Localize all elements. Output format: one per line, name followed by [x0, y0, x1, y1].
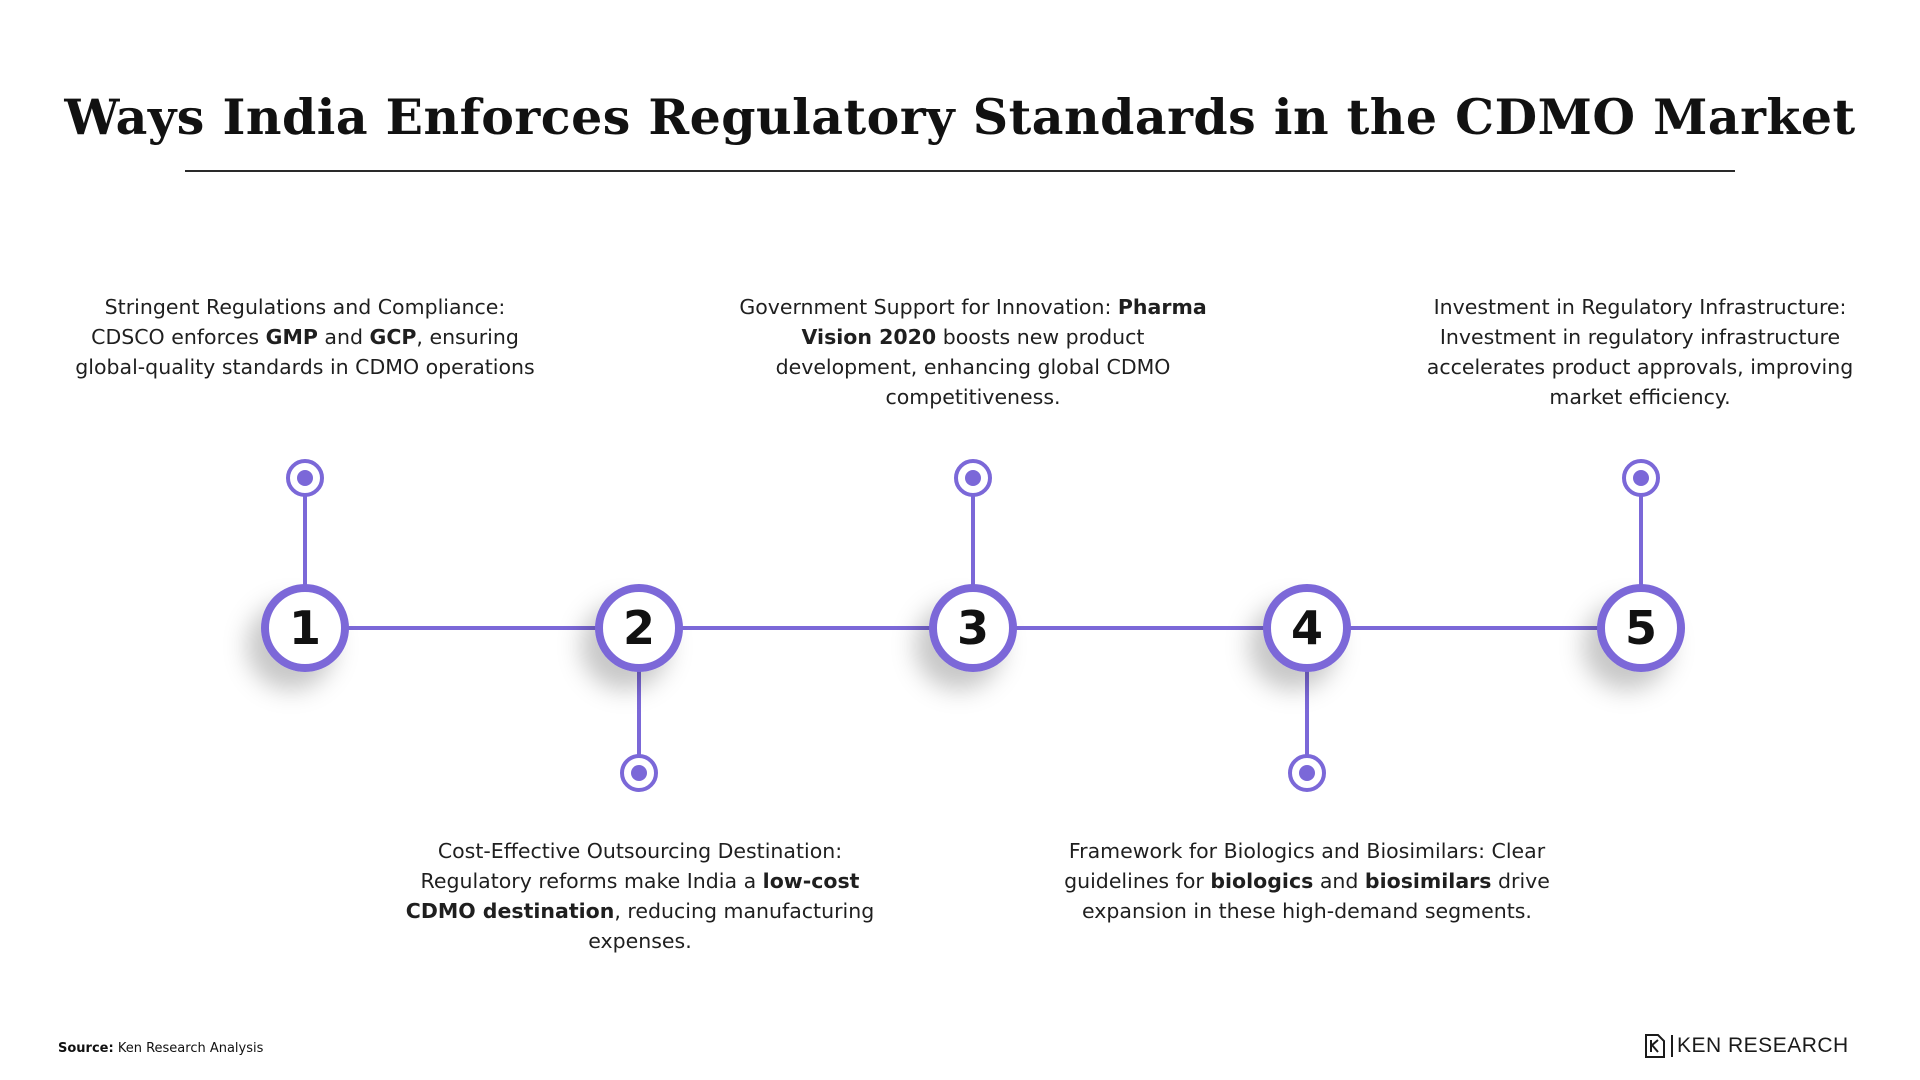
timeline-markers: 1 2 3 4 5	[261, 459, 1685, 792]
step-1-text-part: GCP	[369, 325, 417, 349]
step-1-number: 1	[289, 601, 321, 655]
step-1-text-part: , ensuring global-quality standards in C…	[75, 325, 535, 379]
step-2-text-part: , reducing manufacturing expenses.	[588, 899, 875, 953]
step-1-description: Stringent Regulations and Compliance: CDS…	[60, 292, 550, 382]
step-5-pin-dot	[1633, 470, 1649, 486]
page-title: Ways India Enforces Regulatory Standards…	[64, 88, 1856, 146]
step-3-number: 3	[957, 601, 989, 655]
step-3-text-part: Government Support for Innovation:	[739, 295, 1118, 319]
source-note: Source: Ken Research Analysis	[58, 1041, 263, 1056]
step-5-description: Investment in Regulatory Infrastructure:…	[1395, 292, 1885, 412]
step-4-description: Framework for Biologics and Biosimilars:…	[1062, 836, 1552, 926]
step-1-circle	[261, 584, 349, 672]
step-2-description: Cost-Effective Outsourcing Destination: R…	[395, 836, 885, 956]
step-4-number: 4	[1291, 601, 1323, 655]
step-2-text-part: low-cost CDMO destination	[405, 869, 860, 923]
step-4-text-part: drive expansion in these high-demand seg…	[1082, 869, 1550, 923]
step-2-number: 2	[623, 601, 655, 655]
step-1-text-part: CDSCO enforces	[91, 325, 266, 349]
step-5-number: 5	[1625, 601, 1657, 655]
step-2-text-part: Regulatory reforms make India a	[420, 869, 763, 893]
step-3-text-part: boosts new product development, enhancin…	[775, 325, 1171, 409]
step-1-text-part: Stringent Regulations and Compliance:	[104, 295, 506, 319]
step-4-text-part: biologics	[1210, 869, 1314, 893]
step-4-pin-dot	[1299, 765, 1315, 781]
step-1-text-part: and	[317, 325, 370, 349]
step-3-circle	[929, 584, 1017, 672]
step-3-pin-dot	[965, 470, 981, 486]
step-4-text-part: biosimilars	[1364, 869, 1492, 893]
step-2-text-part: Cost-Effective Outsourcing Destination:	[437, 839, 843, 863]
step-2-pin-dot	[631, 765, 647, 781]
source-label: Source:	[58, 1041, 114, 1056]
step-4-circle	[1263, 584, 1351, 672]
ken-research-logo-icon	[1645, 1034, 1665, 1058]
step-1-pin-dot	[297, 470, 313, 486]
step-3-text-part: Pharma Vision 2020	[801, 295, 1207, 349]
source-text: Ken Research Analysis	[117, 1041, 264, 1056]
step-5-text-part: Investment in regulatory infrastructure …	[1426, 325, 1854, 409]
brand-divider	[1671, 1035, 1673, 1057]
step-5-text-part: Investment in Regulatory Infrastructure:	[1433, 295, 1847, 319]
step-3-description: Government Support for Innovation: Pharm…	[728, 292, 1218, 412]
title-divider	[185, 170, 1735, 172]
step-5-circle	[1597, 584, 1685, 672]
step-4-text-part: Framework for Biologics and Biosimilars:…	[1064, 839, 1546, 893]
brand-logo: KEN RESEARCH	[1643, 1032, 1849, 1060]
step-4-text-part: and	[1313, 869, 1365, 893]
step-1-text-part: GMP	[265, 325, 318, 349]
brand-name: KEN RESEARCH	[1677, 1034, 1849, 1057]
step-2-circle	[595, 584, 683, 672]
